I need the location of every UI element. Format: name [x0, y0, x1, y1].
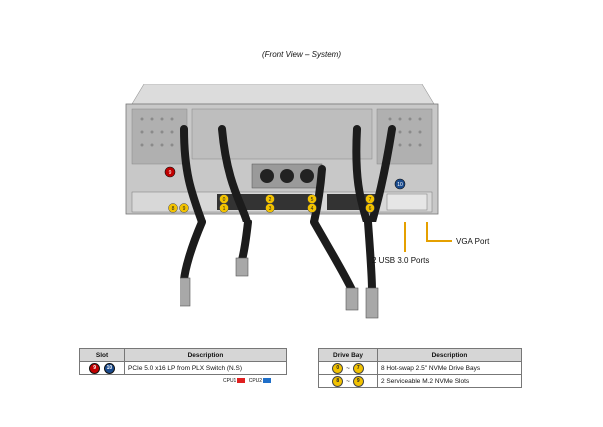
server-front-illustration: 9 10 8 9 0 2 1 3 5 7 4 6 [125, 84, 439, 222]
badge-2: 2 [269, 197, 272, 203]
hose-ends-illustration [180, 220, 379, 319]
slot-badges: 9 10 [79, 361, 125, 375]
figure-caption: (Front View – System) [262, 50, 341, 59]
slot-description-table: Slot Description 9 10 PCIe 5.0 x16 LP fr… [79, 348, 287, 375]
table-row: 0 ~ 7 8 Hot-swap 2.5" NVMe Drive Bays [318, 361, 522, 375]
bay-badge-9: 9 [352, 375, 364, 387]
badge-1: 1 [223, 206, 226, 212]
slot-badge-10: 10 [103, 362, 115, 374]
badge-0: 0 [223, 197, 226, 203]
bay-range-separator: ~ [346, 364, 350, 372]
bay-badge-0: 0 [332, 362, 344, 374]
bay-badges: 8 ~ 9 [318, 374, 378, 388]
cpu1-swatch [237, 378, 246, 384]
badge-9-bay: 9 [183, 206, 186, 212]
bay-description: 2 Serviceable M.2 NVMe Slots [377, 374, 522, 388]
vga-callout-line-vertical [426, 222, 428, 242]
cpu2-swatch [263, 378, 272, 384]
badge-6: 6 [369, 206, 372, 212]
badge-10: 10 [397, 182, 403, 188]
usb-callout-line [404, 222, 406, 252]
slot-description: PCIe 5.0 x16 LP from PLX Switch (N.S) [124, 361, 287, 375]
drive-bay-table: Drive Bay Description 0 ~ 7 8 Hot-swap 2… [318, 348, 522, 388]
slot-header: Slot [79, 348, 125, 362]
usb-ports-label: 2 USB 3.0 Ports [372, 256, 430, 265]
cpu-legend: CPU1 CPU2 [223, 378, 273, 384]
vga-port-label: VGA Port [456, 237, 490, 246]
badge-4: 4 [311, 206, 314, 212]
drive-bay-description-header: Description [377, 348, 522, 362]
bay-badge-7: 7 [352, 362, 364, 374]
badge-5: 5 [311, 197, 314, 203]
badge-8: 8 [172, 206, 175, 212]
badge-7: 7 [369, 197, 372, 203]
drive-bay-header: Drive Bay [318, 348, 378, 362]
table-row: 8 ~ 9 2 Serviceable M.2 NVMe Slots [318, 374, 522, 388]
bay-badge-8: 8 [332, 375, 344, 387]
table-row: 9 10 PCIe 5.0 x16 LP from PLX Switch (N.… [79, 361, 287, 375]
cpu2-label: CPU2 [248, 378, 263, 384]
cpu1-label: CPU1 [223, 378, 237, 384]
badge-3: 3 [269, 206, 272, 212]
bay-badges: 0 ~ 7 [318, 361, 378, 375]
slot-badge-9: 9 [89, 362, 101, 374]
slot-description-header: Description [124, 348, 287, 362]
bay-range-separator: ~ [346, 377, 350, 385]
bay-description: 8 Hot-swap 2.5" NVMe Drive Bays [377, 361, 522, 375]
vga-callout-line-horizontal [426, 240, 452, 242]
badge-9-left: 9 [169, 170, 172, 176]
